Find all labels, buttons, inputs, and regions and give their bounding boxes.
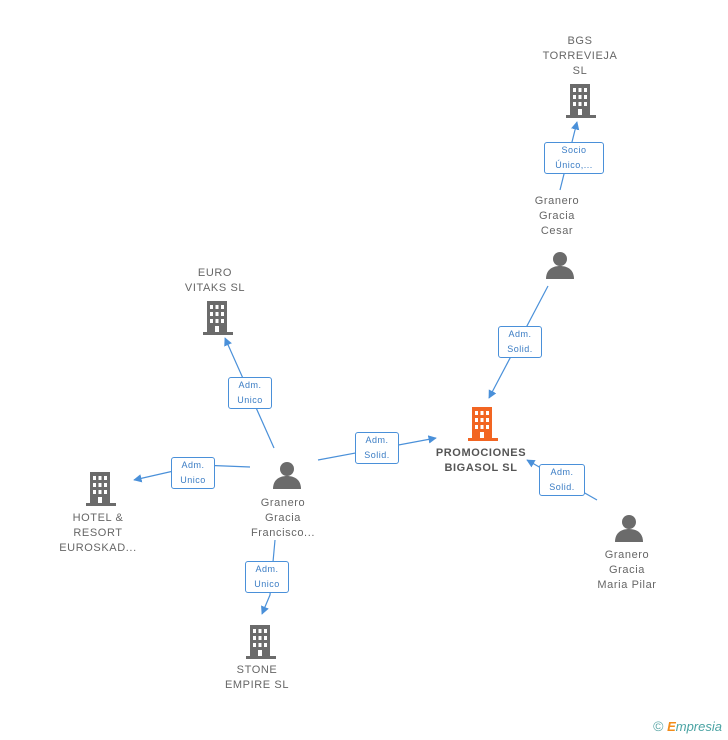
edge-label-adm-solid-maria: Adm. Solid. <box>539 464 585 496</box>
copyright-icon: © <box>653 718 664 734</box>
label-line: BIGASOL SL <box>444 462 518 474</box>
company-label-bgs[interactable]: BGS TORREVIEJA SL <box>530 34 630 79</box>
building-icon-highlighted[interactable] <box>468 407 500 441</box>
brand-name: mpresia <box>675 719 722 734</box>
label-line: RESORT <box>73 527 123 539</box>
company-label-promociones-bigasol[interactable]: PROMOCIONES BIGASOL SL <box>421 446 541 476</box>
edge-label-line-1: Adm. <box>255 564 279 574</box>
label-line: Granero <box>604 549 650 561</box>
edge-label-line-1: Adm. <box>181 460 205 470</box>
edge-label-line-2: Solid. <box>507 344 533 354</box>
person-icon[interactable] <box>545 250 575 280</box>
building-icon[interactable] <box>566 84 598 118</box>
company-label-hotel-resort[interactable]: HOTEL & RESORT EUROSKAD... <box>48 511 148 556</box>
label-line: SL <box>572 65 588 77</box>
person-icon[interactable] <box>614 513 644 543</box>
label-line: HOTEL & <box>72 512 124 524</box>
company-label-euro-vitaks[interactable]: EURO VITAKS SL <box>165 266 265 296</box>
edge-label-adm-unico-euro: Adm. Unico <box>228 377 272 409</box>
person-label-maria-pilar[interactable]: Granero Gracia Maria Pilar <box>577 548 677 593</box>
edge-label-socio-unico: Socio Único,... <box>544 142 604 174</box>
brand-watermark: © Empresia <box>653 718 722 734</box>
label-line: STONE <box>236 664 278 676</box>
brand-first-letter: E <box>667 719 676 734</box>
edge-label-adm-solid-francisco: Adm. Solid. <box>355 432 399 464</box>
label-line: Francisco... <box>250 527 316 539</box>
edge-francisco-stone <box>261 539 276 615</box>
person-label-cesar[interactable]: Granero Gracia Cesar <box>507 194 607 239</box>
building-icon[interactable] <box>203 301 235 335</box>
edge-label-adm-unico-stone: Adm. Unico <box>245 561 289 593</box>
label-line: EUROSKAD... <box>59 542 137 554</box>
label-line: TORREVIEJA <box>542 50 618 62</box>
label-line: Cesar <box>540 225 574 237</box>
label-line: Gracia <box>265 512 301 524</box>
edge-label-line-2: Unico <box>237 395 263 405</box>
edge-label-line-2: Único,... <box>555 160 593 170</box>
edge-label-line-2: Unico <box>180 475 206 485</box>
building-icon[interactable] <box>86 472 118 506</box>
edge-label-adm-solid-cesar: Adm. Solid. <box>498 326 542 358</box>
label-line: Maria Pilar <box>597 579 657 591</box>
person-label-francisco[interactable]: Granero Gracia Francisco... <box>233 496 333 541</box>
edge-label-line-1: Adm. <box>365 435 389 445</box>
label-line: Gracia <box>609 564 645 576</box>
edge-label-adm-unico-hotel: Adm. Unico <box>171 457 215 489</box>
label-line: Granero <box>534 195 580 207</box>
building-icon[interactable] <box>246 625 278 659</box>
edge-label-line-1: Adm. <box>238 380 262 390</box>
label-line: PROMOCIONES <box>435 447 527 459</box>
company-label-stone-empire[interactable]: STONE EMPIRE SL <box>207 663 307 693</box>
edge-label-line-1: Socio <box>561 145 587 155</box>
person-icon[interactable] <box>272 460 302 490</box>
edge-label-line-2: Solid. <box>549 482 575 492</box>
label-line: BGS <box>567 35 593 47</box>
label-line: EURO <box>197 267 233 279</box>
label-line: Gracia <box>539 210 575 222</box>
edge-label-line-2: Solid. <box>364 450 390 460</box>
edge-label-line-1: Adm. <box>550 467 574 477</box>
label-line: Granero <box>260 497 306 509</box>
label-line: EMPIRE SL <box>224 679 290 691</box>
edge-label-line-2: Unico <box>254 579 280 589</box>
edge-label-line-1: Adm. <box>508 329 532 339</box>
label-line: VITAKS SL <box>184 282 246 294</box>
